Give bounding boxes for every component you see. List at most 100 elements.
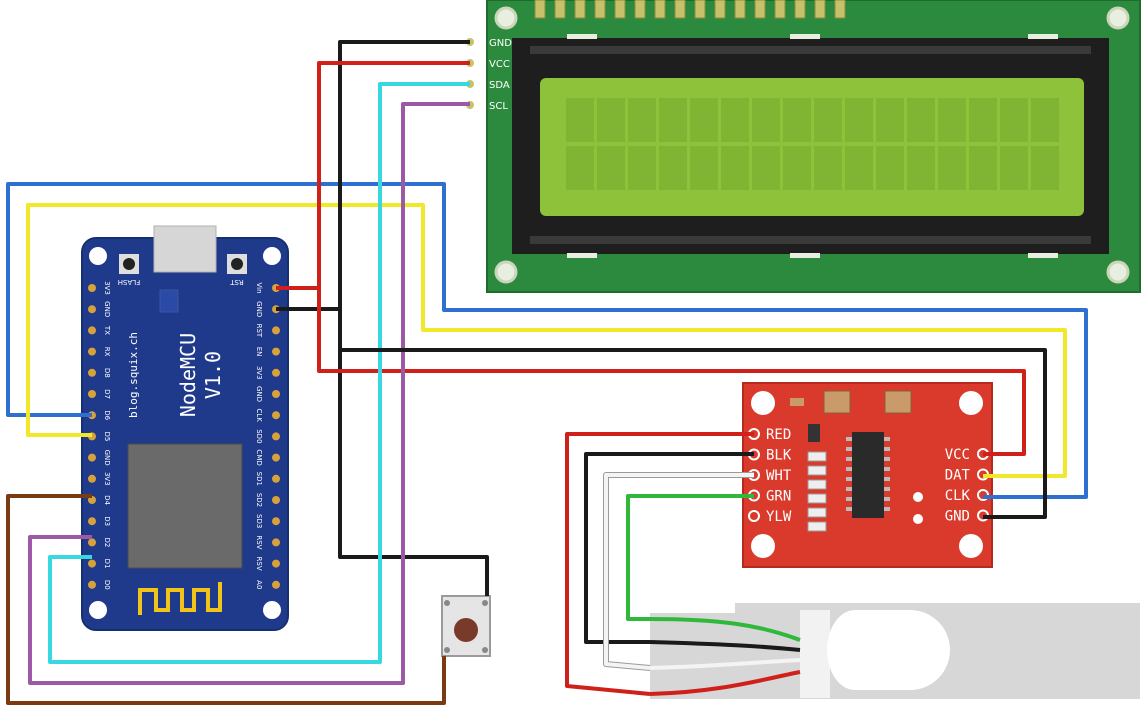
hx711-pin-label: YLW (766, 509, 792, 525)
nodemcu-pin-label: D2 (103, 537, 111, 547)
lcd-header-pin (814, 0, 826, 19)
mount-hole (494, 6, 518, 30)
lcd-header-pin (794, 0, 806, 19)
lcd-char-cell (1000, 98, 1028, 142)
flash-label: FLASH (118, 278, 141, 286)
nodemcu-board: FLASH RST NodeMCU V1.0 blog.squix.ch 3V3… (81, 225, 289, 631)
lcd-char-cell (597, 146, 625, 190)
nodemcu-pin-right (272, 580, 280, 589)
lcd-pin-label: VCC (489, 59, 510, 70)
nodemcu-pin-left (88, 580, 96, 589)
wire-red-vcc-lcd (317, 61, 1026, 456)
lcd-header-pin (714, 0, 726, 19)
nodemcu-pin-label: SD1 (255, 472, 263, 486)
nodemcu-pin-left (88, 559, 96, 568)
hx711-pin-label: BLK (766, 448, 792, 464)
wire-red-loadcell (565, 432, 754, 696)
hx711-pin-label: DAT (945, 468, 971, 484)
mount-hole (263, 247, 281, 265)
lcd-char-cell (814, 146, 842, 190)
lcd-header-pin (734, 0, 746, 19)
nodemcu-pin-label: D5 (103, 431, 111, 441)
lcd-char-cell (907, 98, 935, 142)
hx711-pin-label: RED (766, 427, 791, 443)
mount-hole (263, 601, 281, 619)
lcd-char-cell (876, 146, 904, 190)
mount-hole (1106, 6, 1130, 30)
nodemcu-pin-label: D4 (103, 495, 111, 505)
lcd-char-cell (814, 98, 842, 142)
nodemcu-pin-label: SD0 (255, 429, 263, 443)
nodemcu-pin-label: RSV (255, 557, 263, 571)
lcd-char-cell (783, 146, 811, 190)
wire-green-loadcell (626, 494, 754, 621)
lcd-char-cell (597, 98, 625, 142)
lcd-header-pin (594, 0, 606, 19)
nodemcu-pin-right (272, 326, 280, 335)
wire-white-loadcell (604, 473, 754, 670)
lcd-header-pin (534, 0, 546, 19)
nodemcu-pin-right (272, 390, 280, 398)
lcd-char-cell (566, 146, 594, 190)
nodemcu-pin-left (88, 453, 96, 462)
nodemcu-pin-left (88, 474, 96, 483)
mount-hole (89, 247, 107, 265)
nodemcu-pin-right (272, 347, 280, 356)
lcd-char-cell (628, 98, 656, 142)
lcd-character-grid (566, 98, 1059, 190)
load-cell-lead (649, 670, 801, 696)
lcd-header-pin (554, 0, 566, 19)
nodemcu-pin-left (88, 284, 96, 292)
nodemcu-pin-label: D8 (103, 368, 111, 378)
mount-hole (1106, 260, 1130, 284)
lcd-char-cell (721, 98, 749, 142)
esp-chip (127, 443, 243, 569)
nodemcu-pin-right (272, 432, 280, 441)
nodemcu-pin-label: RSV (255, 535, 263, 549)
nodemcu-pin-label: D1 (103, 559, 111, 569)
lcd-header-pin (774, 0, 786, 19)
nodemcu-pin-label: D7 (103, 389, 111, 399)
wires (6, 40, 1088, 705)
lcd-char-cell (938, 98, 966, 142)
lcd-header-pin (754, 0, 766, 19)
lcd-char-cell (690, 98, 718, 142)
nodemcu-pin-left (88, 390, 96, 398)
nodemcu-pin-label: D6 (103, 410, 111, 420)
nodemcu-pin-label: SD3 (255, 514, 263, 528)
nodemcu-pin-label: 3V3 (103, 281, 111, 295)
lcd-char-cell (969, 146, 997, 190)
lcd-header-pin (574, 0, 586, 19)
nodemcu-pin-left (88, 347, 96, 356)
nodemcu-pin-label: RST (255, 324, 263, 338)
nodemcu-pin-label: GND (255, 386, 263, 402)
nodemcu-pin-label: SD2 (255, 493, 263, 507)
nodemcu-pin-label: 3V3 (103, 472, 111, 486)
nodemcu-pin-right (272, 411, 280, 420)
nodemcu-pin-right (272, 453, 280, 462)
board-version: V1.0 (201, 351, 225, 399)
nodemcu-pin-label: Vin (255, 282, 263, 293)
hx711-pin-label: CLK (945, 488, 971, 504)
nodemcu-pin-right (272, 368, 280, 377)
lcd-header-pin (634, 0, 646, 19)
load-cell-lead (649, 640, 801, 652)
nodemcu-pin-label: GND (103, 301, 111, 317)
lcd-header-pin (654, 0, 666, 19)
lcd-char-cell (628, 146, 656, 190)
wire-black-loadcell (584, 452, 754, 644)
hx711-chip (852, 432, 884, 518)
nodemcu-pin-label: 3V3 (255, 366, 263, 380)
lcd-pin-label: SDA (489, 80, 510, 91)
push-button[interactable] (441, 595, 491, 657)
wire-purple-scl (28, 102, 470, 685)
lcd-char-cell (752, 98, 780, 142)
hx711-pin-ylw (748, 510, 760, 522)
hx711-pin-label: VCC (945, 447, 970, 463)
lcd-header-pins (534, 0, 846, 19)
load-cell (650, 603, 1140, 699)
lcd-header-pin (614, 0, 626, 19)
lcd-header-pin (694, 0, 706, 19)
